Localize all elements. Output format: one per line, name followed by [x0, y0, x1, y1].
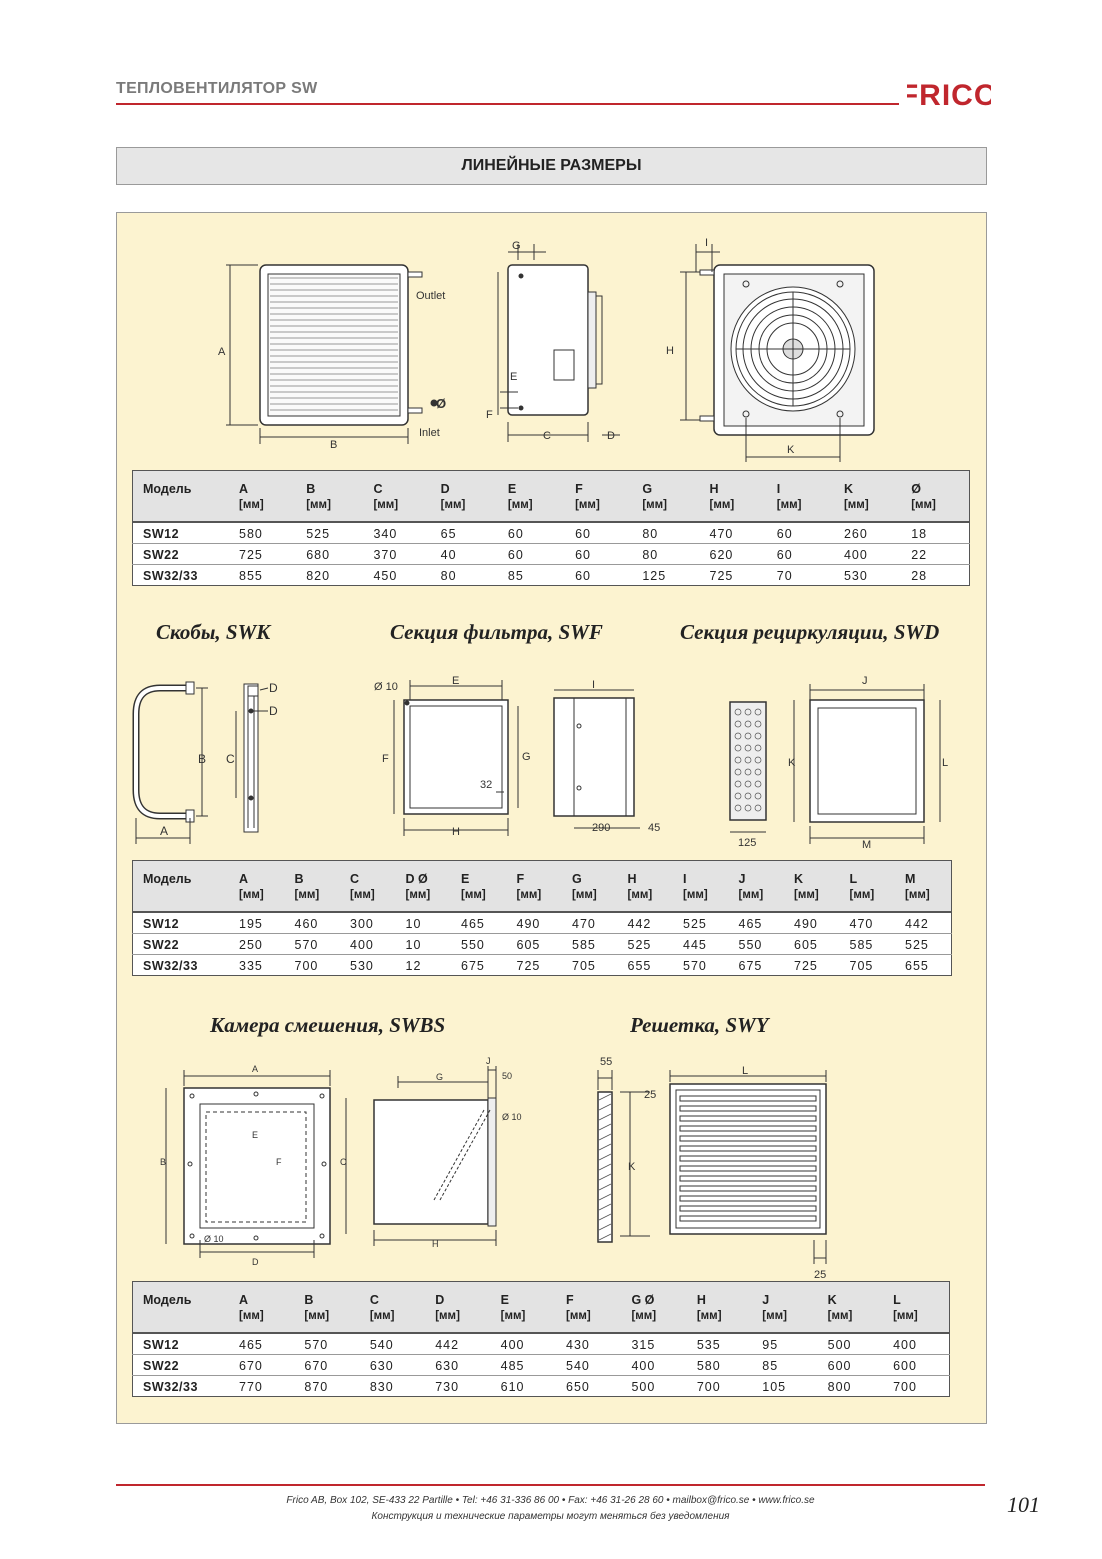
svg-text:J: J [486, 1056, 491, 1066]
svg-text:E: E [452, 675, 459, 687]
table-header-row: Модель A[мм] B[мм] C[мм] D Ø[мм] E[мм] F… [132, 860, 952, 913]
svg-text:G: G [512, 240, 521, 252]
svg-text:L: L [742, 1065, 748, 1077]
svg-text:C: C [543, 430, 551, 442]
svg-text:F: F [486, 409, 493, 421]
svg-text:Ø 10: Ø 10 [204, 1234, 224, 1244]
accessories-dimension-drawing: B C A D D Ø 10 E F G H 32 I 290 45 [132, 675, 948, 851]
heater-dimensions-table: Модель A[мм] B[мм] C[мм] D[мм] E[мм] F[м… [132, 470, 970, 586]
swbs-front-drawing [165, 1070, 347, 1258]
svg-text:A: A [160, 824, 168, 838]
swy-grille-side-drawing [597, 1070, 650, 1243]
heater-front-view [226, 264, 438, 444]
page-number: 101 [1007, 1492, 1040, 1517]
svg-text:FRICO: FRICO [907, 79, 991, 110]
svg-text:A: A [252, 1064, 258, 1074]
svg-text:A: A [218, 346, 226, 358]
swy-grille-front-drawing [669, 1070, 827, 1264]
svg-text:125: 125 [738, 837, 756, 849]
swbs-side-drawing [373, 1066, 497, 1246]
svg-text:E: E [510, 371, 517, 383]
svg-text:E: E [252, 1130, 258, 1140]
document-title: ТЕПЛОВЕНТИЛЯТОР SW [116, 80, 318, 97]
swy-heading: Решетка, SWY [630, 1013, 769, 1037]
svg-text:Outlet: Outlet [416, 290, 445, 302]
frico-logo: FRICO [907, 79, 991, 110]
svg-text:D: D [269, 704, 278, 718]
svg-text:32: 32 [480, 779, 492, 791]
swf-heading: Секция фильтра, SWF [390, 620, 603, 644]
footer-address: Frico AB, Box 102, SE-433 22 Partille • … [286, 1495, 815, 1506]
swk-bracket-drawing [132, 681, 269, 844]
svg-text:L: L [942, 757, 948, 769]
table-header-row: Модель A[мм] B[мм] C[мм] D[мм] E[мм] F[м… [132, 470, 970, 523]
footer-rule [116, 1484, 985, 1486]
accessories-dimensions-table: Модель A[мм] B[мм] C[мм] D Ø[мм] E[мм] F… [132, 860, 952, 976]
svg-text:B: B [198, 752, 206, 766]
svg-text:D: D [269, 681, 278, 695]
svg-text:B: B [330, 439, 337, 451]
section-title: ЛИНЕЙНЫЕ РАЗМЕРЫ [116, 147, 987, 185]
heater-back-view [680, 244, 875, 462]
svg-text:D: D [252, 1257, 259, 1267]
svg-text:Ø: Ø [436, 396, 446, 411]
svg-text:K: K [628, 1161, 636, 1173]
svg-text:Ø 10: Ø 10 [374, 681, 398, 693]
svg-text:45: 45 [648, 822, 660, 834]
header-rule [116, 103, 899, 105]
svg-text:I: I [592, 679, 595, 691]
mixing-and-grille-drawing: A B C E F Ø 10 D G J 50 Ø 10 H 55 25 K [160, 1056, 827, 1281]
svg-text:Ø 10: Ø 10 [502, 1112, 522, 1122]
svg-text:D: D [607, 430, 615, 442]
svg-text:J: J [862, 675, 868, 687]
footer-disclaimer: Конструкция и технические параметры могу… [371, 1511, 730, 1522]
swk-heading: Скобы, SWK [156, 620, 271, 644]
svg-text:25: 25 [814, 1269, 826, 1281]
swbs-heading: Камера смешения, SWBS [210, 1013, 446, 1037]
svg-text:C: C [226, 752, 235, 766]
mixing-grille-dimensions-table: Модель A[мм] B[мм] C[мм] D[мм] E[мм] F[м… [132, 1281, 950, 1397]
swd-recirculation-drawing [729, 684, 941, 844]
svg-text:K: K [788, 757, 796, 769]
swf-filter-drawing [393, 680, 640, 836]
svg-text:G: G [436, 1072, 443, 1082]
svg-text:F: F [276, 1157, 282, 1167]
svg-text:50: 50 [502, 1071, 512, 1081]
svg-text:G: G [522, 751, 531, 763]
svg-text:B: B [160, 1157, 166, 1167]
swd-heading: Секция рециркуляции, SWD [680, 620, 940, 644]
svg-text:F: F [382, 753, 389, 765]
svg-text:H: H [666, 345, 674, 357]
svg-text:Inlet: Inlet [419, 427, 440, 439]
table-header-row: Модель A[мм] B[мм] C[мм] D[мм] E[мм] F[м… [132, 1281, 950, 1334]
svg-text:290: 290 [592, 822, 610, 834]
svg-text:C: C [340, 1157, 347, 1167]
svg-text:K: K [787, 444, 795, 456]
svg-text:25: 25 [644, 1089, 656, 1101]
svg-text:I: I [705, 237, 708, 249]
svg-text:H: H [452, 826, 460, 838]
svg-text:H: H [432, 1239, 439, 1249]
svg-text:55: 55 [600, 1056, 612, 1068]
svg-text:M: M [862, 839, 871, 851]
heater-side-view [497, 244, 620, 442]
heater-dimension-drawing: A B Outlet Inlet Ø G C D E F [218, 237, 875, 462]
